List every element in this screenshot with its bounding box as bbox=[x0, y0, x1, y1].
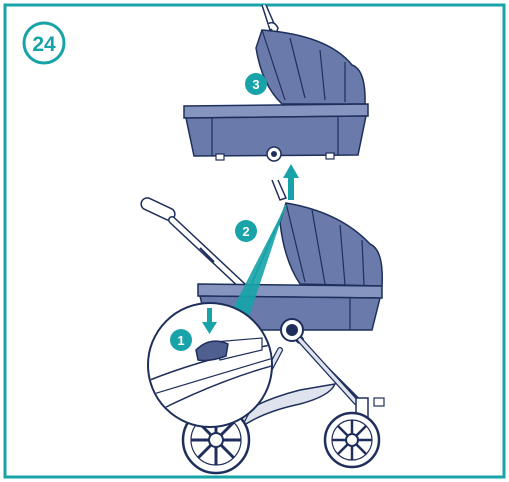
callout-1: 1 bbox=[170, 329, 192, 351]
step-number: 24 bbox=[32, 33, 56, 56]
callout-3: 3 bbox=[245, 73, 267, 95]
callout-2-label: 2 bbox=[242, 224, 249, 239]
lift-up-arrow-icon bbox=[283, 164, 299, 200]
callout-2: 2 bbox=[235, 220, 257, 242]
carrycot-lifted bbox=[184, 5, 368, 161]
callout-3-label: 3 bbox=[252, 77, 259, 92]
callout-1-label: 1 bbox=[177, 333, 184, 348]
front-wheel bbox=[325, 413, 379, 467]
step-number-badge: 24 bbox=[24, 23, 64, 63]
